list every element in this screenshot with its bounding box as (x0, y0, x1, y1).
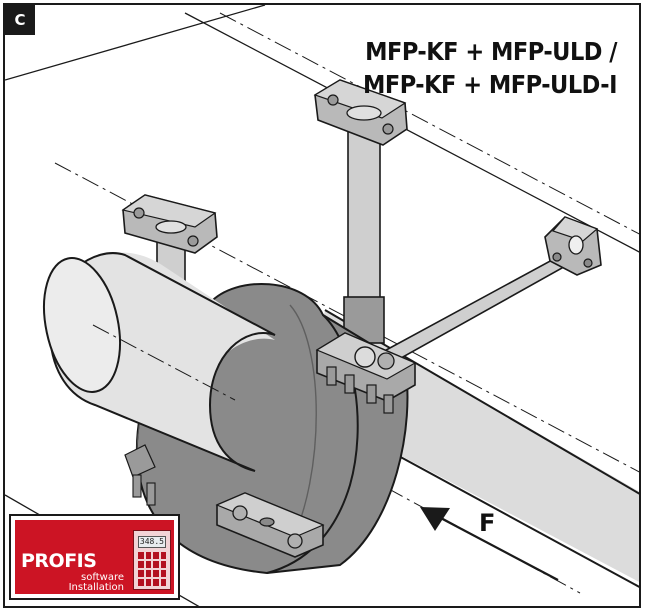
calculator-keys (138, 552, 166, 586)
pipe-support-drawing (5, 5, 639, 606)
rear-ceiling-plate (121, 194, 218, 254)
logo-sub-software: software (81, 572, 124, 583)
figure-title: MFP-KF + MFP-ULD / MFP-KF + MFP-ULD-I (362, 35, 618, 101)
logo-brand: PROFIS (21, 550, 97, 572)
main-ceiling-plate (313, 79, 408, 146)
corner-label: C (5, 5, 35, 35)
title-line-1: MFP-KF + MFP-ULD / (365, 37, 617, 66)
force-arrow (420, 507, 559, 581)
logo-sub-installation: Installation (68, 582, 124, 593)
profis-logo: PROFIS software Installation 348.5 (9, 514, 180, 600)
calculator-display: 348.5 (138, 536, 166, 548)
top-clamp (315, 332, 417, 414)
logo-red-panel: PROFIS software Installation 348.5 (15, 520, 174, 594)
pipe-end (43, 252, 276, 472)
calculator-icon: 348.5 (133, 530, 171, 590)
lower-left-bolts (124, 444, 156, 506)
diagonal-brace (375, 251, 573, 369)
force-label: F (479, 509, 496, 537)
figure-frame: C MFP-KF + MFP-ULD / MFP-KF + MFP-ULD-I (3, 3, 641, 608)
bottom-clamp (215, 492, 325, 558)
title-line-2: MFP-KF + MFP-ULD-I (362, 70, 618, 99)
main-hanger-rod (343, 114, 385, 344)
wall-bracket (544, 216, 602, 276)
